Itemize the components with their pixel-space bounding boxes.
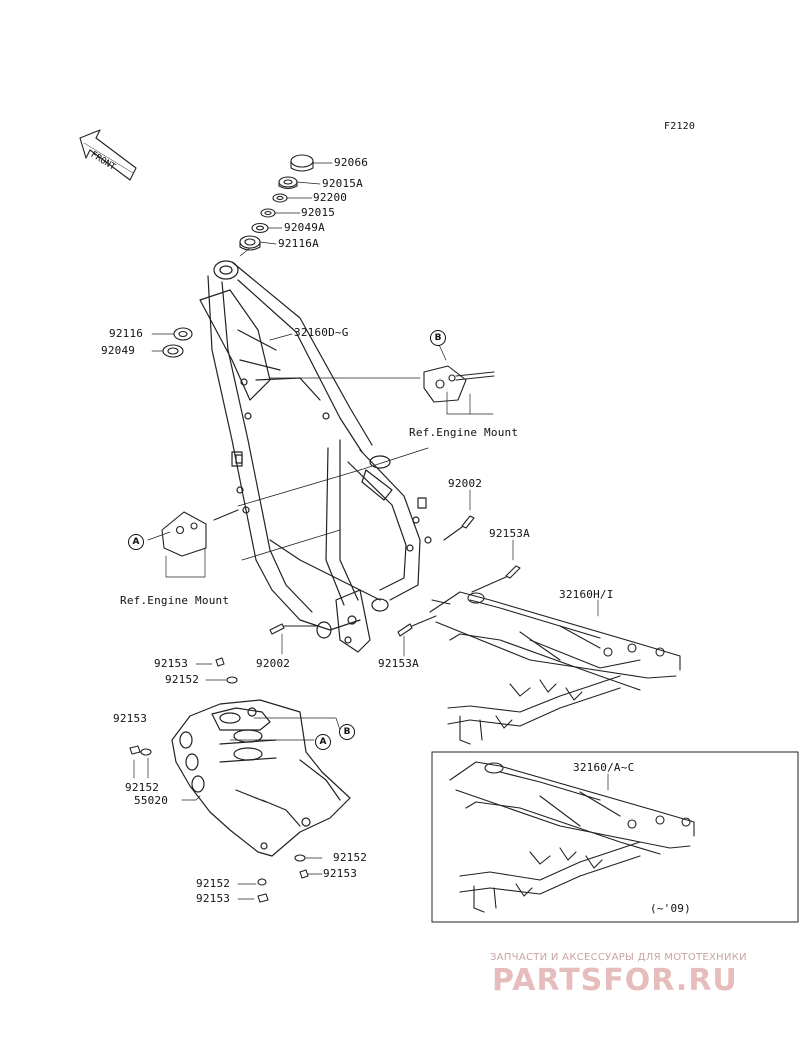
part-label-92116: 92116: [109, 327, 144, 340]
inset-note: (~'09): [650, 902, 691, 915]
bolt-92002-bottom: [269, 623, 319, 635]
part-label-92153-c: 92153: [323, 867, 358, 880]
front-arrow-icon: [79, 129, 137, 181]
part-label-92152-a: 92152: [165, 673, 200, 686]
part-label-92049a: 92049A: [284, 221, 325, 234]
part-label-55020: 55020: [134, 794, 169, 807]
part-label-92153-b: 92153: [113, 712, 148, 725]
skid-plate-fasteners: [129, 657, 309, 903]
part-label-92153a-top: 92153A: [489, 527, 530, 540]
engine-mount-guides: [237, 377, 429, 561]
part-label-92116a: 92116A: [278, 237, 319, 250]
steering-stem-parts: [239, 154, 314, 251]
part-label-92066: 92066: [334, 156, 369, 169]
part-label-92002-bottom: 92002: [256, 657, 291, 670]
part-label-92153-a: 92153: [154, 657, 189, 670]
callout-a-skid: A: [315, 734, 331, 750]
watermark-logo: PARTSFOR.RU: [492, 963, 738, 998]
bolt-92153A-top: [471, 565, 521, 593]
leader-lines: [133, 162, 599, 900]
part-label-92152-d: 92152: [196, 877, 231, 890]
part-label-92153-d: 92153: [196, 892, 231, 905]
engine-mount-b: [423, 365, 495, 415]
watermark-tagline: ЗАПЧАСТИ И АКСЕССУАРЫ ДЛЯ МОТОТЕХНИКИ: [490, 952, 747, 963]
subframe-hi: [429, 591, 681, 745]
part-label-92152-b: 92152: [125, 781, 160, 794]
main-frame: [199, 260, 432, 653]
part-label-92200: 92200: [313, 191, 348, 204]
inset-box: [431, 751, 799, 923]
bolt-92153A-bottom: [397, 615, 437, 637]
part-label-92002-top: 92002: [448, 477, 483, 490]
callout-b-skid: B: [339, 724, 355, 740]
part-label-32160d-g: 32160D~G: [294, 326, 349, 339]
part-label-92153a-bottom: 92153A: [378, 657, 419, 670]
subframe-ac: [449, 761, 695, 913]
callout-b-top: B: [430, 330, 446, 346]
lower-bearing-parts: [162, 327, 193, 358]
part-label-92049: 92049: [101, 344, 136, 357]
part-label-92152-c: 92152: [333, 851, 368, 864]
skid-plate: [171, 699, 351, 857]
engine-mount-a: [161, 509, 239, 578]
ref-engine-mount-right: Ref.Engine Mount: [409, 426, 519, 439]
bolt-92002-top: [443, 515, 475, 541]
ref-engine-mount-left: Ref.Engine Mount: [120, 594, 230, 607]
part-label-92015a: 92015A: [322, 177, 363, 190]
part-label-32160h-i: 32160H/I: [559, 588, 614, 601]
callout-a-left: A: [128, 534, 144, 550]
part-label-92015: 92015: [301, 206, 336, 219]
figure-code: F2120: [664, 121, 696, 132]
part-label-32160-a-c: 32160/A~C: [573, 761, 635, 774]
